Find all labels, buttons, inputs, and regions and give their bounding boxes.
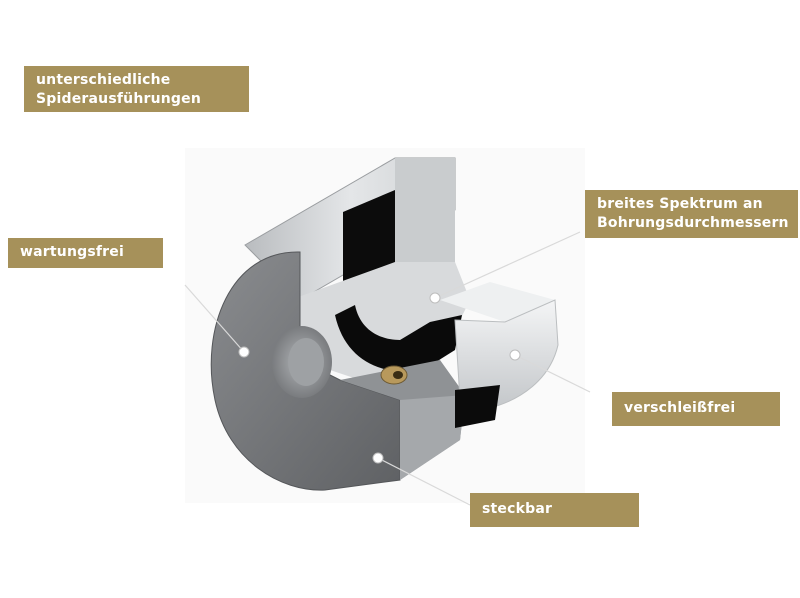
spider-insert	[335, 305, 462, 373]
callout-plug-text: steckbar	[482, 501, 553, 517]
callout-bore-line2: Bohrungsdurchmessern	[597, 215, 789, 231]
callout-plug: steckbar	[470, 493, 639, 527]
right-hub-top	[440, 282, 555, 322]
callout-wear: verschleißfrei	[612, 392, 780, 426]
callout-maintenance-text: wartungsfrei	[20, 244, 124, 260]
marker-dots	[238, 292, 521, 464]
left-hub-side	[395, 158, 455, 262]
callout-wear-text: verschleißfrei	[624, 400, 736, 416]
callout-spider: unterschiedliche Spiderausführungen	[24, 66, 249, 112]
bore-hole-inner	[288, 338, 324, 386]
lower-hub-edge	[400, 395, 465, 480]
callout-maintenance: wartungsfrei	[8, 238, 163, 268]
leader-lines	[184, 231, 591, 506]
callout-bore: breites Spektrum an Bohrungsdurchmessern	[585, 190, 798, 238]
right-hub-notch	[455, 385, 500, 428]
callout-bore-line1: breites Spektrum an	[597, 196, 763, 212]
set-screw-hole	[393, 371, 403, 379]
callout-spider-line2: Spiderausführungen	[36, 91, 202, 107]
callout-spider-line1: unterschiedliche	[36, 72, 171, 88]
